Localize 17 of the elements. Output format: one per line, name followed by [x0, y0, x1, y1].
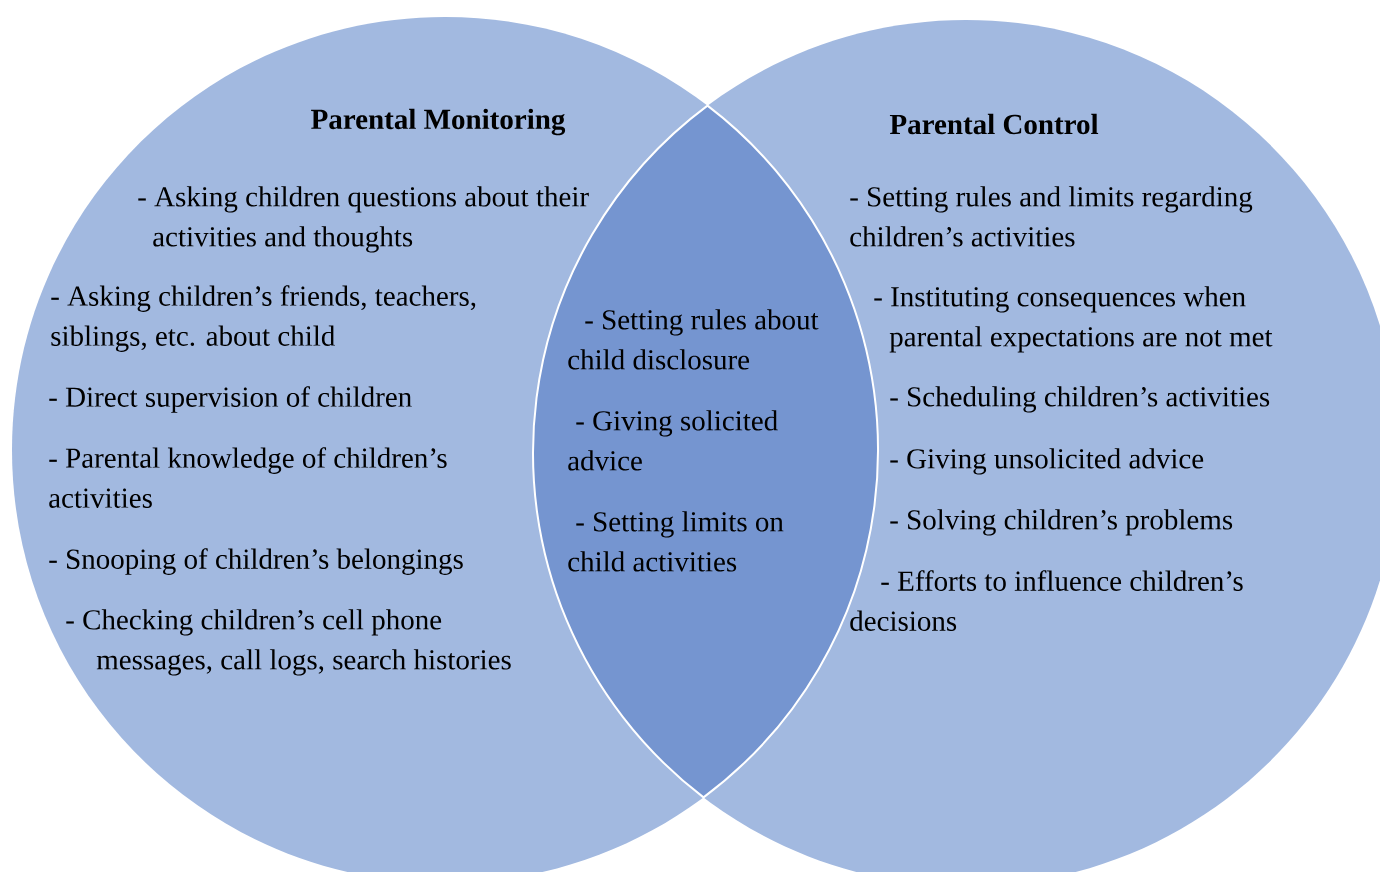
- list-item: - Solving children’s problems: [890, 509, 1233, 536]
- list-item: - Snooping of children’s belongings: [49, 548, 463, 575]
- list-item: - Setting rules and limits regarding children’s activities: [850, 186, 1253, 247]
- list-item: - Setting rules about child disclosure: [568, 309, 819, 370]
- list-item: - Scheduling children’s activities: [890, 386, 1270, 413]
- list-item: - Direct supervision of children: [49, 386, 412, 413]
- list-item: - Instituting consequences when parental expectations are not met: [874, 286, 1273, 353]
- heading: Parental Control: [889, 113, 1099, 135]
- heading: Parental Monitoring: [311, 108, 566, 136]
- list-item: - Setting limits on child activities: [568, 511, 784, 572]
- list-item: - Giving unsolicited advice: [890, 448, 1204, 475]
- list-item: - Asking children’s friends, teachers, siblings, etc. about child: [51, 285, 476, 352]
- list-item: - Asking children questions about their activities and thoughts: [138, 186, 589, 253]
- list-item: - Checking children’s cell phone messages, call logs, search histories: [66, 609, 511, 676]
- list-item: - Parental knowledge of children’s activities: [49, 447, 447, 508]
- list-item: - Giving solicited advice: [568, 410, 778, 471]
- list-item: - Efforts to influence children’s decisions: [850, 570, 1243, 631]
